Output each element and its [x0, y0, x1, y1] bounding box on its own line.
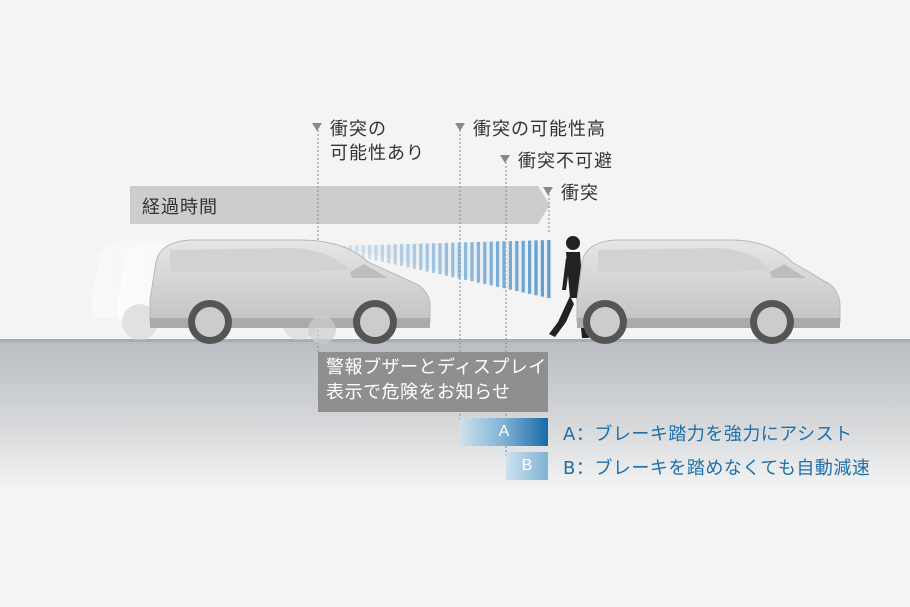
beam-stripe: [534, 240, 538, 296]
beam-stripe: [483, 241, 487, 285]
beam-stripe: [355, 245, 359, 257]
warning-line-2: 表示で危険をお知らせ: [326, 382, 511, 403]
beam-stripe: [406, 244, 410, 268]
beam-stripe: [508, 241, 512, 290]
beam-stripe: [464, 242, 468, 280]
warning-line-1: 警報ブザーとディスプレイ: [326, 357, 547, 378]
beam-stripe: [496, 241, 500, 287]
beam-stripe: [438, 243, 442, 275]
beam-stripe: [547, 240, 551, 298]
beam-stripe: [368, 245, 372, 259]
level-b-tag: B: [521, 457, 533, 474]
beam-stripe: [380, 244, 384, 262]
sensor-beam: [330, 240, 552, 300]
beam-stripe: [515, 240, 519, 292]
beam-stripe: [502, 241, 506, 289]
moving-van: [149, 239, 431, 344]
beam-stripe: [400, 244, 404, 266]
level-b-description: B：ブレーキを踏めなくても自動減速: [563, 458, 871, 479]
beam-stripe: [476, 242, 480, 283]
beam-stripe: [540, 240, 544, 297]
beam-stripe: [393, 244, 397, 265]
beam-stripe: [528, 240, 532, 294]
timeline-arrow: [130, 186, 550, 224]
beam-stripe: [470, 242, 474, 282]
beam-stripe: [457, 242, 461, 279]
stage-marker-icon: [312, 123, 322, 131]
beam-stripe: [451, 242, 455, 278]
beam-stripe: [432, 243, 436, 273]
level-b-bar: [506, 452, 548, 480]
beam-stripe: [387, 244, 391, 264]
level-a-tag: A: [498, 423, 510, 440]
beam-stripe: [444, 242, 448, 276]
beam-stripe: [361, 245, 365, 258]
stage-marker-icon: [500, 155, 510, 163]
road-line: [0, 339, 910, 342]
timeline-label: 経過時間: [142, 197, 218, 218]
stage-label-high: 衝突の可能性高: [455, 118, 606, 142]
level-a-bar: [460, 418, 548, 446]
beam-stripe: [412, 243, 416, 269]
stage-label-possible: 衝突の 可能性あり: [312, 118, 425, 166]
stage-marker-icon: [455, 123, 465, 131]
level-a-description: A：ブレーキ踏力を強力にアシスト: [563, 424, 853, 445]
beam-stripe: [419, 243, 423, 271]
beam-stripe: [489, 241, 493, 286]
beam-stripe: [425, 243, 429, 272]
stopped-van: [576, 239, 841, 344]
stage-label-unavoidable: 衝突不可避: [500, 150, 613, 174]
beam-stripe: [374, 244, 378, 261]
beam-stripe: [521, 240, 525, 293]
stage-label-collision: 衝突: [543, 182, 599, 206]
stage-marker-icon: [543, 187, 553, 195]
warning-box: 警報ブザーとディスプレイ 表示で危険をお知らせ: [318, 352, 548, 412]
